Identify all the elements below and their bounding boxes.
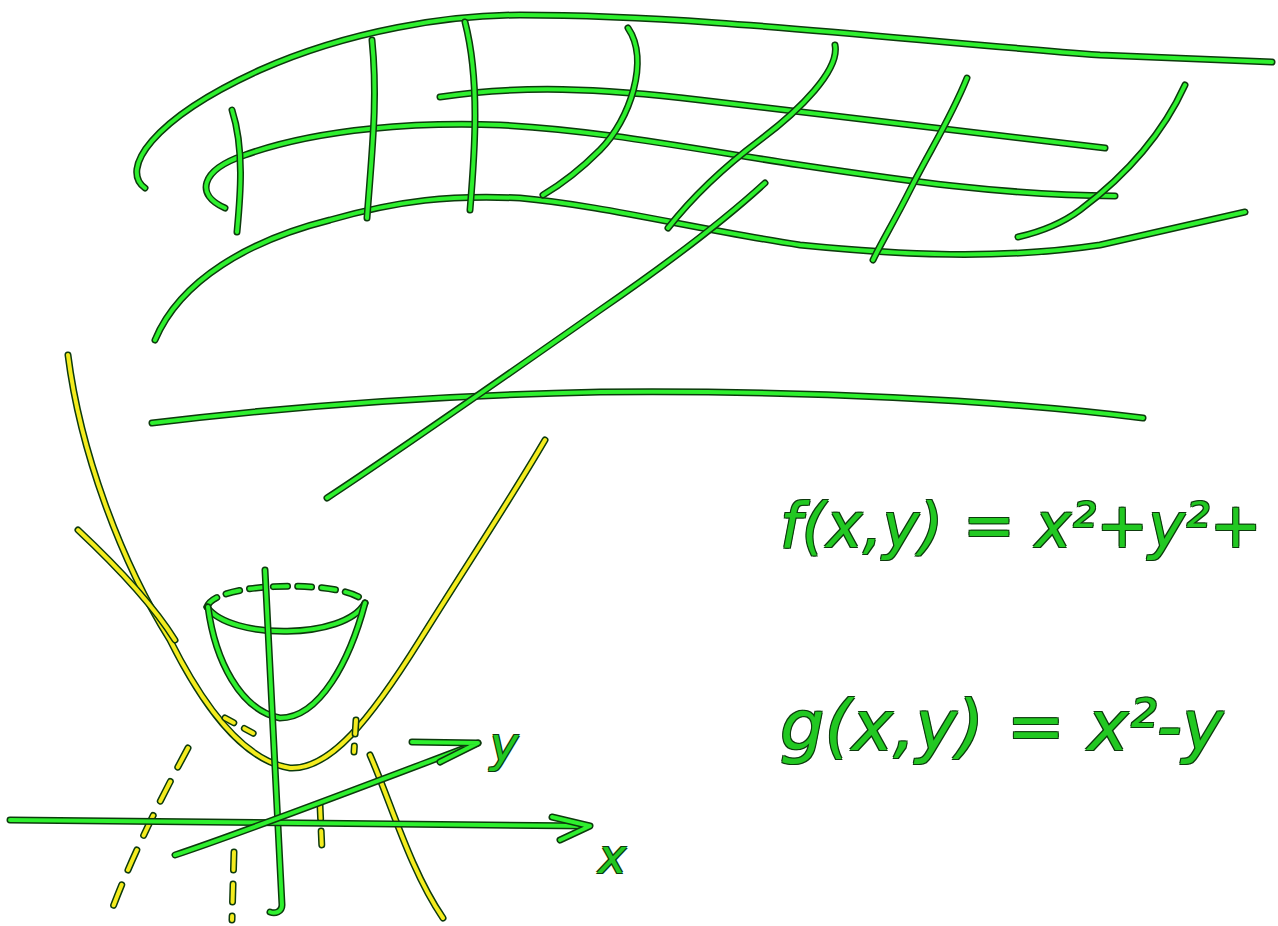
surface-line [465, 22, 475, 210]
bowl-rim [207, 603, 365, 631]
y-axis [175, 743, 478, 855]
surface-line [367, 40, 375, 218]
bowl-surface [208, 603, 365, 718]
surface-line [668, 45, 835, 228]
axis-line [327, 183, 765, 498]
formula-text: g(x,y) = x²-y [780, 688, 1223, 765]
arrow-head [412, 742, 478, 762]
arrow-head [552, 817, 590, 840]
hidden-curve [232, 852, 234, 920]
surface-line [465, 22, 475, 210]
axis-line [327, 183, 765, 498]
axis-label: x [598, 830, 626, 883]
surface-line [206, 124, 1115, 208]
surface-line [155, 197, 1245, 340]
z-axis [265, 570, 282, 913]
parabola-curve [68, 355, 545, 768]
parabola-curve [78, 530, 175, 640]
surface-line [440, 89, 1105, 148]
bowl-surface [208, 603, 365, 718]
surface-line [440, 89, 1105, 148]
hidden-curve [110, 748, 188, 915]
surface-line [155, 197, 1245, 340]
hidden-curve [225, 718, 262, 738]
hidden-curve [354, 720, 356, 752]
hidden-curve [320, 805, 322, 850]
surface-line [543, 28, 637, 195]
surface-line [367, 40, 375, 218]
bowl-rim [207, 603, 365, 631]
hidden-curve [232, 852, 234, 920]
surface-line [1018, 85, 1185, 237]
surface-line [232, 110, 241, 232]
z-axis [265, 570, 282, 913]
axis-line [152, 392, 1143, 423]
surface-line [1018, 85, 1185, 237]
surface-line [543, 28, 637, 195]
surface-line [232, 110, 241, 232]
parabola-curve [78, 530, 175, 640]
bowl-rim [207, 586, 365, 607]
y-axis [175, 743, 478, 855]
surface-line [873, 78, 967, 260]
hidden-curve [110, 748, 188, 915]
surface-line [668, 45, 835, 228]
axis-label: y [490, 718, 518, 771]
x-axis [10, 820, 588, 826]
arrow-head [552, 817, 590, 840]
axis-line [152, 392, 1143, 423]
surface-edge [137, 15, 1272, 188]
arrow-head [412, 742, 478, 762]
formula-text: f(x,y) = x²+y²+ [780, 492, 1262, 560]
hidden-curve [320, 805, 322, 850]
surface-line [873, 78, 967, 260]
parabola-curve [68, 355, 545, 768]
x-axis [10, 820, 588, 826]
surface-edge [137, 15, 1272, 188]
surface-line [206, 124, 1115, 208]
bowl-rim [207, 586, 365, 607]
hidden-curve [354, 720, 356, 752]
hidden-curve [225, 718, 262, 738]
